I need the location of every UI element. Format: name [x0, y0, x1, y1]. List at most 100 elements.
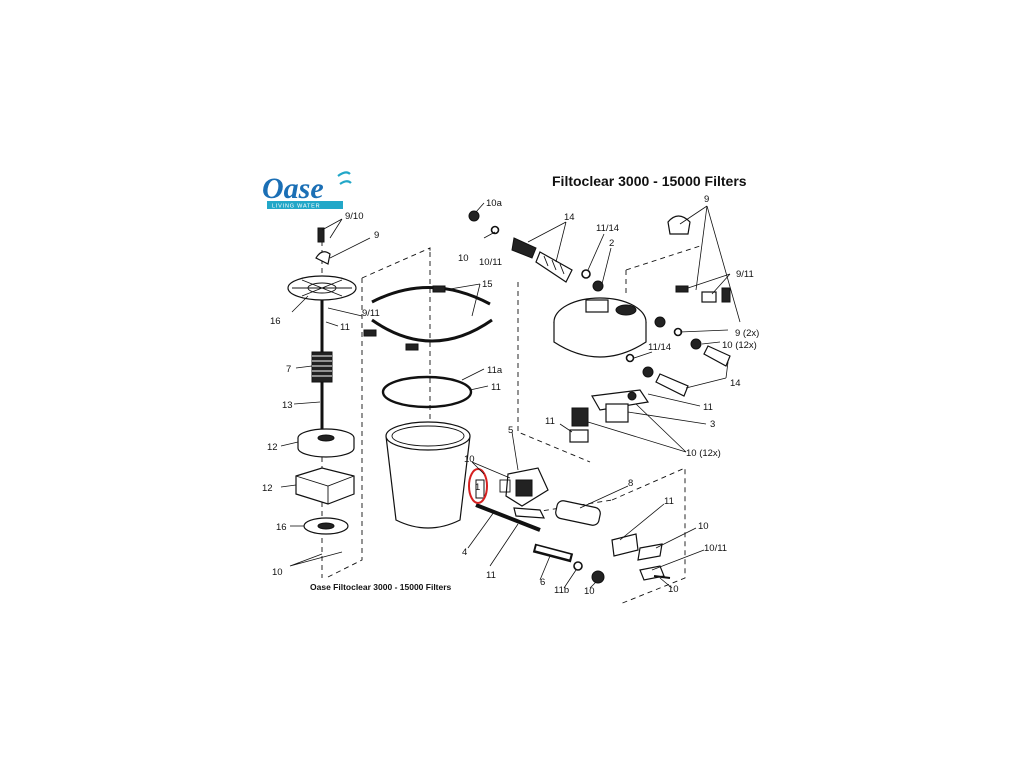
leader-3 — [627, 411, 707, 425]
label-11a: 11a — [487, 365, 503, 376]
label-7: 7 — [286, 364, 291, 375]
leader-11-mid — [647, 393, 701, 407]
label-4: 4 — [462, 547, 467, 558]
leader-lines — [280, 202, 741, 589]
leader-11b — [563, 569, 577, 589]
part-tank-rim-inner — [391, 425, 465, 447]
label-8: 8 — [628, 478, 633, 489]
label-9-11-right: 9/11 — [736, 269, 754, 280]
part-14-hose-tail-right — [703, 345, 731, 367]
label-11b: 11b — [554, 585, 569, 596]
label-11-left: 11 — [340, 322, 350, 333]
part-9-11-fitting-c — [721, 287, 731, 303]
leader-2 — [601, 247, 612, 285]
diagram-caption: Oase Filtoclear 3000 - 15000 Filters — [310, 582, 452, 592]
part-11-uv-gasket — [611, 533, 639, 557]
logo-wordmark: Oase — [262, 172, 324, 205]
label-11-14-mid: 11/14 — [648, 342, 671, 353]
part-5-uv-head-tab — [499, 479, 511, 493]
label-10-nut: 10 — [584, 586, 595, 597]
part-14-hose-tail-mid — [655, 373, 689, 397]
leader-4 — [467, 511, 495, 549]
leader-11-tube — [489, 523, 519, 567]
part-15-clasp-top — [432, 285, 446, 293]
part-3-top-fitting — [627, 391, 637, 401]
leader-10-clip — [655, 527, 697, 549]
part-10-11-washer — [490, 225, 500, 235]
leader-5 — [511, 431, 519, 471]
logo-tagline: LIVING WATER — [272, 204, 320, 210]
part-12-lower-block-edges — [295, 475, 355, 504]
part-14-hose-tail — [535, 251, 573, 283]
part-5-uv-head-window — [515, 479, 533, 497]
guide-uv-box — [611, 467, 686, 605]
label-10-end: 10 — [668, 584, 679, 595]
leader-10-11-top — [483, 231, 496, 239]
label-12-a: 12 — [267, 442, 278, 453]
label-11-left-inner: 11 — [545, 416, 555, 427]
label-10-top: 10 — [458, 253, 469, 264]
leader-9-right — [679, 205, 741, 323]
leader-14-top — [527, 221, 567, 263]
part-11-14-washer — [581, 269, 591, 279]
part-end-pin — [653, 575, 671, 579]
leader-10-12x-b — [587, 403, 687, 453]
leader-12-a — [280, 441, 299, 447]
part-9-11-fitting-b — [701, 291, 717, 303]
oase-logo: Oase LIVING WATER — [262, 171, 352, 210]
leader-9-11-right — [687, 273, 731, 295]
leader-15 — [443, 283, 481, 317]
label-3: 3 — [710, 419, 715, 430]
part-2-lid-center-knob — [615, 304, 637, 316]
guide-lid-right — [625, 245, 701, 271]
leader-11-14-mid — [633, 351, 653, 359]
part-15-band-bottom — [371, 318, 493, 343]
part-6-lamp-highlight — [535, 545, 571, 560]
leader-10a — [475, 202, 485, 213]
label-15: 15 — [482, 279, 493, 290]
part-15-clasp-left — [363, 329, 377, 337]
leader-13 — [293, 401, 321, 405]
part-8-lamp-socket — [555, 500, 601, 526]
highlight-circle-part-1 — [468, 468, 488, 504]
label-12-b: 12 — [262, 483, 273, 494]
leader-9-11-left — [327, 307, 363, 317]
label-16-top: 16 — [270, 316, 281, 327]
part-10a-nut — [468, 210, 480, 222]
part-2-lid-handle — [585, 299, 609, 313]
label-11-tube: 11 — [486, 570, 496, 581]
leader-11a — [461, 368, 485, 381]
label-5: 5 — [508, 425, 513, 436]
logo-tag-background — [267, 201, 343, 209]
label-16-bottom: 16 — [276, 522, 287, 533]
shaft-assembly — [287, 227, 357, 535]
part-12-upper-disc-rim — [297, 438, 355, 458]
part-16-top-disc-ribs — [292, 279, 352, 297]
part-7-spring — [311, 351, 333, 383]
label-9-right: 9 — [704, 194, 709, 205]
part-15-band-top — [371, 286, 491, 306]
part-11b-o-ring — [573, 561, 583, 571]
label-11-mid: 11 — [703, 402, 713, 413]
leader-11-14-top — [587, 233, 605, 271]
leader-10-uv — [471, 461, 511, 479]
part-12-lower-block — [295, 467, 355, 505]
leader-6 — [539, 555, 551, 581]
part-16-bottom-disc-hole — [317, 522, 335, 530]
leader-12-b — [280, 484, 297, 488]
leader-10-end — [659, 577, 673, 589]
label-6: 6 — [540, 577, 545, 588]
guide-lid-left — [517, 282, 591, 463]
part-15-clasp-bottom — [405, 343, 419, 351]
leader-10-12x-a — [701, 341, 721, 345]
label-11-ring: 11 — [491, 382, 501, 393]
leader-9-top — [329, 237, 371, 259]
part-4-quartz-tube-highlight — [479, 502, 537, 526]
part-lid-side-port — [654, 316, 666, 328]
label-14-top: 14 — [564, 212, 575, 223]
label-2: 2 — [609, 238, 614, 249]
part-9-knob — [667, 215, 691, 235]
leader-10-bottom-left — [289, 551, 343, 567]
label-10-11-clip: 10/11 — [704, 543, 727, 554]
